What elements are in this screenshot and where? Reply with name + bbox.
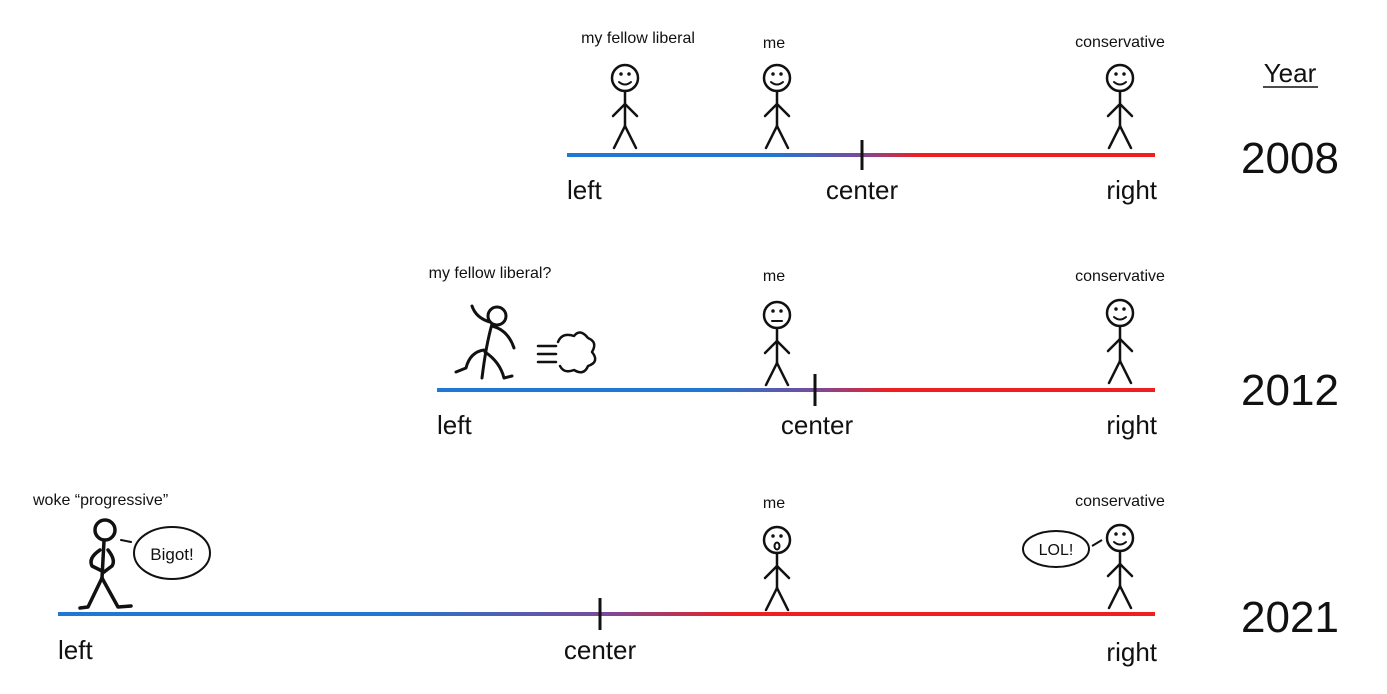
conservative-label: conservative: [1075, 268, 1165, 285]
running-away-figure: [454, 304, 516, 380]
center-label: center: [826, 175, 899, 205]
me-figure-2021: [762, 525, 792, 612]
fellow-liberal-figure-2008: [610, 63, 640, 150]
woke-progressive-label: woke “progressive”: [32, 492, 168, 509]
year-header: Year: [1264, 58, 1317, 88]
year-label: 2021: [1241, 593, 1339, 642]
bigot-speech-bubble: Bigot!: [133, 526, 211, 580]
year-label: 2012: [1241, 366, 1339, 415]
lol-speech-bubble: LOL!: [1022, 530, 1103, 568]
woke-figure: [78, 518, 133, 610]
center-label: center: [781, 410, 854, 440]
fellow-liberal-label: my fellow liberal: [581, 30, 695, 47]
center-label: center: [564, 635, 637, 665]
me-label: me: [763, 35, 785, 52]
right-label: right: [1106, 175, 1157, 205]
right-label: right: [1106, 410, 1157, 440]
left-label: left: [58, 635, 93, 665]
conservative-figure-2021: [1105, 523, 1135, 610]
conservative-label: conservative: [1075, 34, 1165, 51]
right-label: right: [1106, 637, 1157, 667]
conservative-figure-2008: [1105, 63, 1135, 150]
bigot-speech-text: Bigot!: [150, 545, 193, 564]
left-label: left: [437, 410, 472, 440]
me-label: me: [763, 268, 785, 285]
fellow-liberal-question-label: my fellow liberal?: [429, 265, 552, 282]
me-figure-2008: [762, 63, 792, 150]
row-2012: left center right 2012 my fellow liberal…: [429, 265, 1339, 440]
row-2021: left center right 2021 woke “progressive…: [32, 492, 1339, 667]
row-2008: left center right 2008 my fellow liberal…: [567, 30, 1339, 205]
dust-cloud-icon: [536, 331, 597, 374]
me-label: me: [763, 495, 785, 512]
me-figure-2012: [762, 300, 792, 387]
year-label: 2008: [1241, 134, 1339, 183]
lol-speech-text: LOL!: [1039, 542, 1074, 559]
left-label: left: [567, 175, 602, 205]
conservative-label: conservative: [1075, 493, 1165, 510]
conservative-figure-2012: [1105, 298, 1135, 385]
